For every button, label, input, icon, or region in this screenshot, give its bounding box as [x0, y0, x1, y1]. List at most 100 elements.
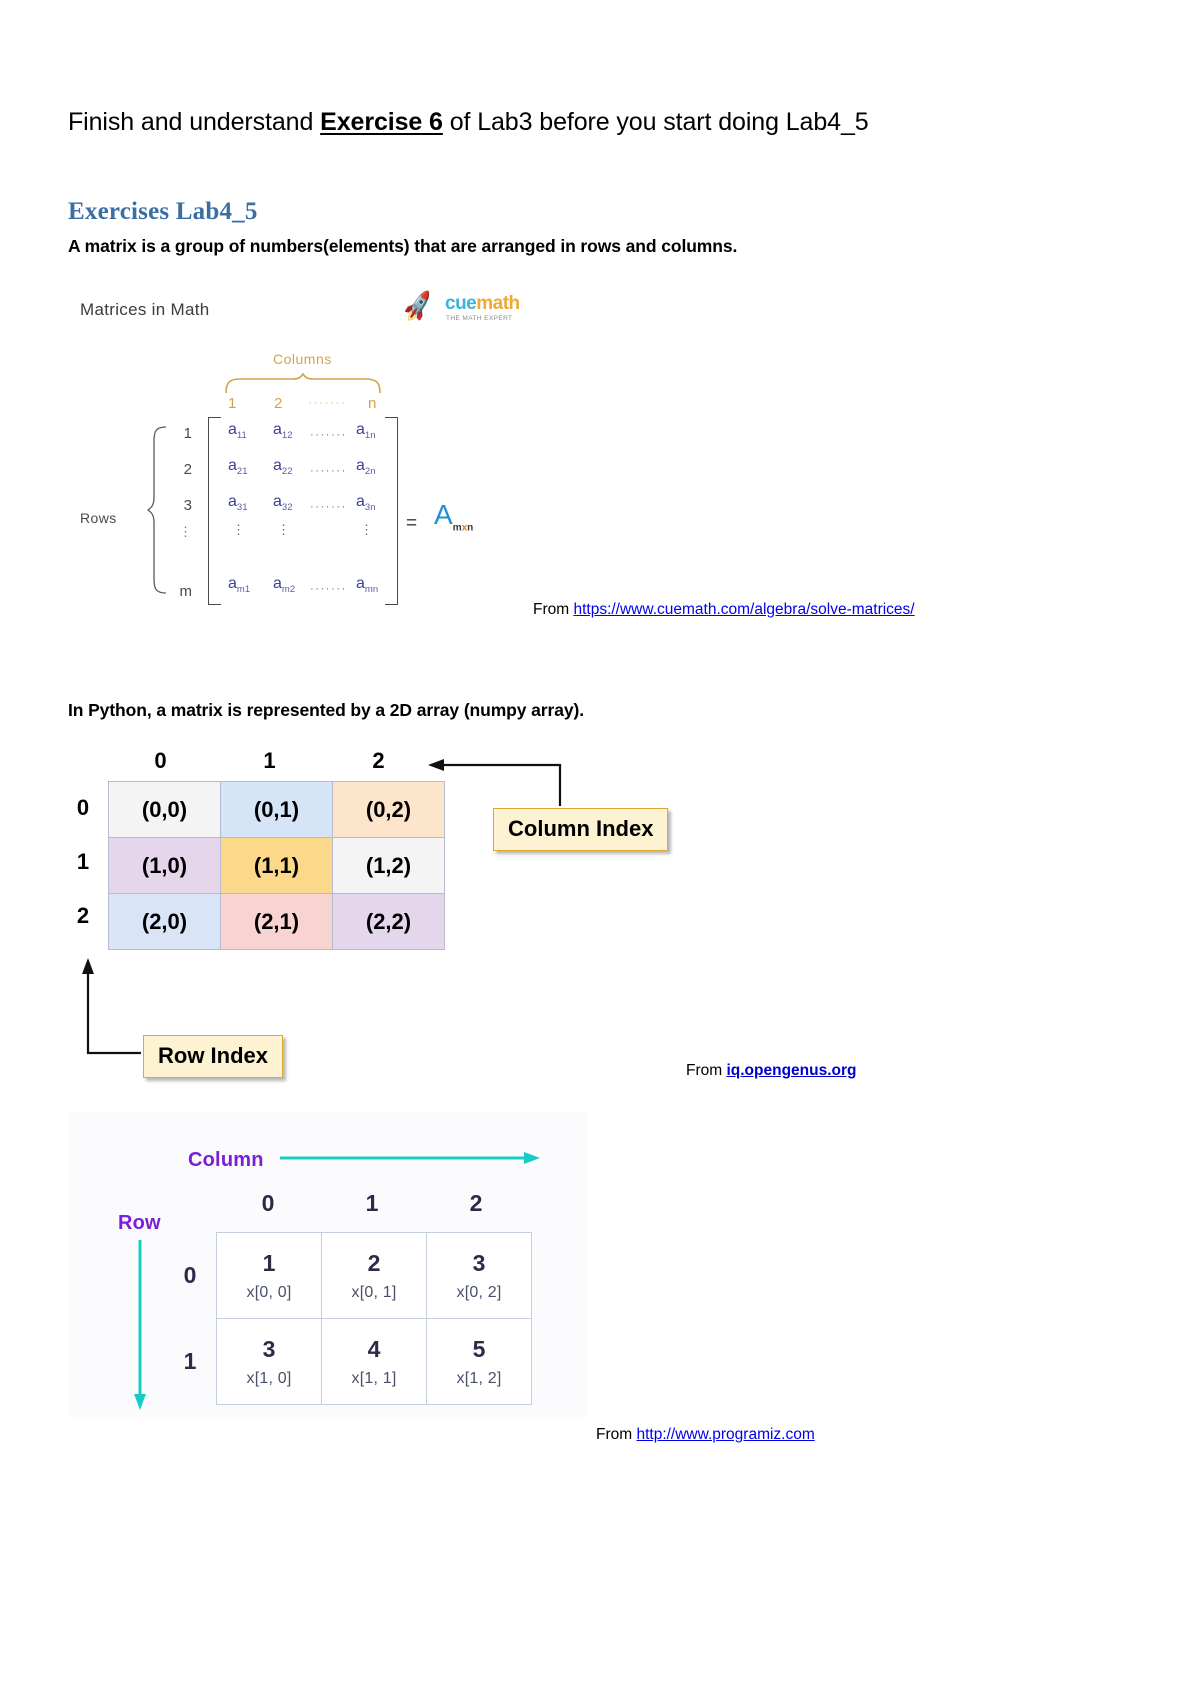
matrix-rowm-dots: ······· [310, 583, 347, 595]
matrix-cell-am1: am1 [228, 575, 251, 596]
sub-mn: mn [364, 584, 379, 596]
programiz-column-label: Column [188, 1149, 264, 1171]
column-index-callout: Column Index [493, 808, 669, 851]
sub-m1: m1 [236, 584, 251, 596]
column-index-numbers: 1 2 ······· n [220, 395, 390, 415]
matrix-cell-am2: am2 [273, 575, 296, 596]
matrix-result-symbol: Amxn [434, 499, 473, 534]
programiz-cell-ref: x[1, 1] [351, 1369, 397, 1387]
rows-brace [146, 426, 167, 594]
logo-tagline: THE MATH EXPERT [446, 315, 513, 322]
cuemath-link[interactable]: https://www.cuemath.com/algebra/solve-ma… [573, 601, 915, 618]
row-index-callout: Row Index [143, 1035, 284, 1078]
index-col-header-1: 1 [263, 748, 276, 773]
result-letter: A [434, 499, 453, 530]
matrix-row3-dots: ······· [310, 501, 347, 513]
source-cuemath: From https://www.cuemath.com/algebra/sol… [533, 601, 915, 619]
matrix-cell-a31: a31 [228, 493, 248, 514]
programiz-cell-0-0: 1 x[0, 0] [216, 1232, 322, 1319]
programiz-cell-value: 2 [367, 1249, 381, 1276]
source-prefix-cuemath: From [533, 601, 574, 618]
programiz-cell-1-2: 5 x[1, 2] [426, 1318, 532, 1405]
programiz-cell-ref: x[1, 2] [456, 1369, 502, 1387]
programiz-link[interactable]: http://www.programiz.com [636, 1426, 815, 1443]
sub-m2: m2 [281, 584, 296, 596]
sub-2n: 2n [364, 466, 376, 478]
programiz-row-label: Row [118, 1212, 161, 1234]
sub-3n: 3n [364, 502, 376, 514]
programiz-figure: Column Row 0 1 2 0 1 1 x[0, 0] [68, 1112, 588, 1417]
index-cell-1-1: (1,1) [220, 837, 333, 894]
index-cell-2-0: (2,0) [108, 893, 221, 950]
matrix-cell-a12: a12 [273, 421, 293, 442]
programiz-cell-ref: x[0, 2] [456, 1283, 502, 1301]
index-row-header-0: 0 [76, 795, 90, 820]
programiz-col-header-1: 1 [365, 1190, 379, 1216]
index-row-header-1: 1 [76, 849, 90, 874]
intro-prefix: Finish and understand [68, 108, 321, 136]
table-row: (1,0) (1,1) (1,2) [108, 837, 445, 894]
equals-sign: = [406, 513, 418, 534]
index-grid-figure: 0 1 2 0 1 2 (0,0) (0,1) (0,2) (1,0) (1,1… [68, 748, 448, 953]
matrix-left-bracket [208, 417, 221, 605]
row-num-dots: ⋮ [179, 524, 192, 539]
programiz-cell-value: 4 [367, 1335, 381, 1362]
opengenus-link[interactable]: iq.opengenus.org [726, 1062, 857, 1079]
result-dimensions: mxn [453, 523, 474, 534]
programiz-col-header-0: 0 [261, 1190, 275, 1216]
matrix-col2-vdots: ⋮ [277, 522, 290, 537]
section-heading: Exercises Lab4_5 [68, 198, 258, 225]
table-row: (2,0) (2,1) (2,2) [108, 893, 445, 950]
index-cell-1-2: (1,2) [332, 837, 445, 894]
programiz-cell-0-1: 2 x[0, 1] [321, 1232, 427, 1319]
logo-word-math: math [476, 293, 520, 314]
row-num-m: m [179, 583, 193, 600]
source-prefix-opengenus: From [686, 1062, 727, 1079]
cuemath-matrix-figure: Matrices in Math 🚀 cuemath THE MATH EXPE… [68, 285, 548, 615]
sub-1n: 1n [364, 430, 376, 442]
programiz-row-headers: 0 1 [172, 1232, 212, 1404]
matrix-right-bracket [385, 417, 398, 605]
programiz-cell-1-0: 3 x[1, 0] [216, 1318, 322, 1405]
sub-12: 12 [281, 430, 293, 442]
matrix-cell-a2n: a2n [356, 457, 376, 478]
dim-n: n [467, 522, 474, 534]
sub-21: 21 [236, 466, 248, 478]
index-col-header-0: 0 [154, 748, 167, 773]
table-row: 3 x[1, 0] 4 x[1, 1] 5 x[1, 2] [216, 1318, 532, 1405]
matrix-col1-vdots: ⋮ [232, 522, 245, 537]
programiz-cell-value: 3 [262, 1335, 276, 1362]
programiz-cell-value: 5 [472, 1335, 486, 1362]
index-row-header-2: 2 [76, 903, 90, 928]
rocket-icon: 🚀 [400, 290, 437, 324]
index-cell-1-0: (1,0) [108, 837, 221, 894]
cuemath-logo: 🚀 cuemath THE MATH EXPERT [400, 290, 523, 330]
matrix-bracket-box: a11 a12 ······· a1n a21 a22 ······· a2n … [208, 417, 398, 605]
programiz-cell-ref: x[0, 0] [246, 1283, 292, 1301]
index-col-header-2: 2 [372, 748, 385, 773]
dim-m: m [452, 522, 462, 534]
logo-word-cue: cue [445, 293, 477, 314]
table-row: 1 x[0, 0] 2 x[0, 1] 3 x[0, 2] [216, 1232, 532, 1319]
index-cell-0-2: (0,2) [332, 781, 445, 838]
sub-22: 22 [281, 466, 293, 478]
index-cell-2-1: (2,1) [220, 893, 333, 950]
row-num-1: 1 [183, 425, 192, 442]
matrix-cell-a3n: a3n [356, 493, 376, 514]
section-subtitle: A matrix is a group of numbers(elements)… [68, 236, 738, 256]
matrix-cell-a11: a11 [228, 421, 247, 442]
intro-suffix: of Lab3 before you start doing Lab4_5 [442, 108, 869, 136]
python-note: In Python, a matrix is represented by a … [68, 700, 584, 720]
index-cell-0-1: (0,1) [220, 781, 333, 838]
programiz-row-header-1: 1 [183, 1348, 197, 1374]
col-num-2: 2 [274, 395, 283, 412]
col-num-n: n [368, 395, 377, 412]
programiz-cell-ref: x[1, 0] [246, 1369, 292, 1387]
dim-x: x [461, 522, 468, 534]
matrix-cell-a1n: a1n [356, 421, 376, 442]
matrix-coln-vdots: ⋮ [360, 522, 373, 537]
col-num-dots: ······· [308, 395, 347, 409]
cuemath-wordmark: cuemath [445, 293, 520, 315]
index-cell-2-2: (2,2) [332, 893, 445, 950]
